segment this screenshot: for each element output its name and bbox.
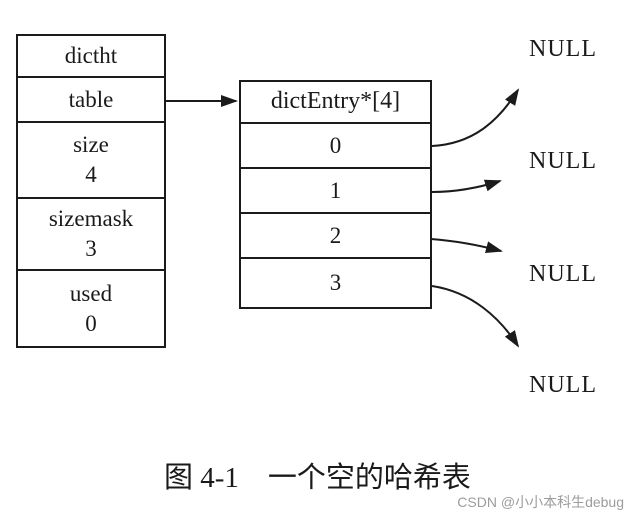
figure-caption: 图 4-1 一个空的哈希表: [164, 462, 471, 494]
size-field-value: 4: [85, 162, 97, 187]
size-field-label: size: [73, 132, 109, 158]
sizemask-field-label: sizemask: [48, 206, 134, 232]
table-field-label: table: [68, 86, 114, 112]
entry-slot-2: 2: [241, 214, 430, 259]
dictht-row-sizemask: sizemask 3: [18, 199, 164, 271]
dictht-row-size: size 4: [18, 123, 164, 199]
null-label-3: NULL: [529, 372, 597, 398]
dictht-struct-box: dictht table size 4 sizemask 3 used 0: [16, 34, 166, 348]
used-field-label: used: [69, 280, 113, 306]
dictht-row-table: table: [18, 78, 164, 123]
dictht-row-title: dictht: [18, 36, 164, 78]
dict-entry-array-box: dictEntry*[4] 0 1 2 3: [239, 80, 432, 309]
dictht-row-used: used 0: [18, 271, 164, 346]
slot0-null-arrow: [431, 88, 520, 147]
slot1-null-arrow: [431, 179, 502, 193]
entry-array-header: dictEntry*[4]: [241, 82, 430, 124]
slot2-null-arrow: [430, 238, 503, 253]
dictht-title-label: dictht: [64, 43, 118, 69]
slot3-null-arrow: [431, 285, 520, 348]
null-label-2: NULL: [529, 261, 597, 287]
null-label-0: NULL: [529, 36, 597, 62]
null-label-1: NULL: [529, 148, 597, 174]
used-field-value: 0: [85, 310, 97, 336]
csdn-watermark: CSDN @小小本科生debug: [457, 494, 624, 510]
entry-slot-3: 3: [329, 270, 342, 296]
entry-slot-1: 1: [241, 169, 430, 214]
entry-slot-0: 0: [241, 124, 430, 169]
sizemask-field-value: 3: [85, 236, 97, 261]
